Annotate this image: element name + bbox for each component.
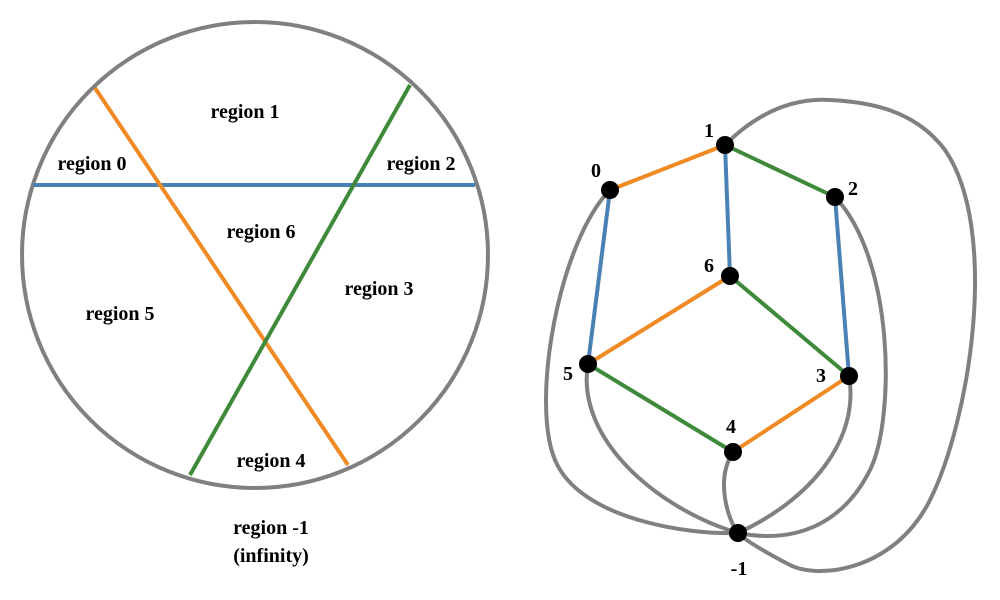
edge-2-to-minus1 xyxy=(737,195,888,538)
node-5-label: 5 xyxy=(563,363,573,385)
region-0-label: region 0 xyxy=(57,153,126,175)
orange-line xyxy=(93,86,350,467)
node-4-label: 4 xyxy=(726,416,736,438)
edge-6-5 xyxy=(586,274,732,366)
region-2-label: region 2 xyxy=(386,153,455,175)
node-2-label: 2 xyxy=(848,178,858,200)
node-1-label: 1 xyxy=(704,120,714,142)
edge-1-to-minus1 xyxy=(723,97,977,573)
edge-0-1 xyxy=(609,143,726,192)
green-line xyxy=(188,84,412,476)
edge-1-2 xyxy=(724,143,836,199)
node-6-label: 6 xyxy=(704,255,714,277)
edge-5-to-minus1 xyxy=(584,363,739,535)
edge-4-to-minus1 xyxy=(722,450,740,535)
edge-3-to-minus1 xyxy=(737,375,853,535)
region-1-label: region 1 xyxy=(210,101,279,123)
node-0 xyxy=(601,181,619,199)
outer-circle xyxy=(20,20,490,490)
node-0-label: 0 xyxy=(591,160,601,182)
edge-6-3 xyxy=(728,274,851,378)
region-3-label: region 3 xyxy=(344,278,413,300)
node-4 xyxy=(724,443,742,461)
node-minus1 xyxy=(729,524,747,542)
region-4-label: region 4 xyxy=(236,450,305,472)
edge-4-3 xyxy=(731,374,851,454)
edge-1-6 xyxy=(723,144,732,277)
edge-2-3 xyxy=(833,196,851,377)
dual-graph: 0 1 2 6 5 3 4 -1 xyxy=(544,97,977,580)
edge-5-4 xyxy=(586,362,735,454)
edge-0-5 xyxy=(586,189,612,365)
node-2 xyxy=(826,188,844,206)
region-5-label: region 5 xyxy=(85,303,154,325)
node-minus1-label: -1 xyxy=(731,558,748,580)
region-diagram: region 1 region 0 region 2 region 6 regi… xyxy=(20,20,490,567)
node-5 xyxy=(579,355,597,373)
node-3-label: 3 xyxy=(816,365,826,387)
node-1 xyxy=(716,136,734,154)
node-3 xyxy=(840,367,858,385)
node-6 xyxy=(721,267,739,285)
region-infinity-label: region -1 xyxy=(233,517,309,539)
region-infinity-sublabel: (infinity) xyxy=(233,545,309,567)
region-6-label: region 6 xyxy=(226,221,295,243)
edge-0-to-minus1 xyxy=(544,188,739,536)
